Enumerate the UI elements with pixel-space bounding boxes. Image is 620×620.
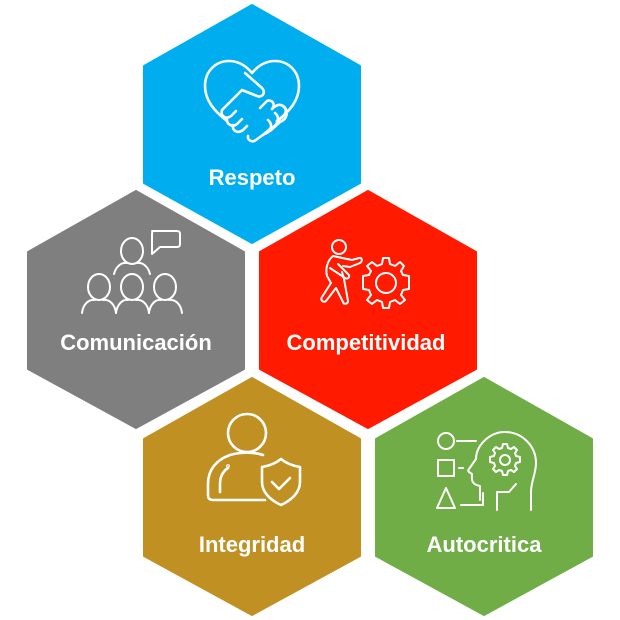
person-pushing-gear-icon [320,239,410,309]
head-gear-shapes-icon [436,431,537,511]
label-competitividad: Competitividad [287,330,446,355]
label-comunicacion: Comunicación [60,330,212,355]
hexagon-comunicacion: Comunicación [27,190,245,429]
label-respeto: Respeto [209,165,296,190]
hexagon-autocritica: Autocritica [375,377,593,616]
label-autocritica: Autocritica [427,532,543,557]
hexagon-shape-comunicacion [27,190,245,429]
hexagon-respeto: Respeto [143,4,361,244]
person-shield-check-icon [206,412,302,507]
hexagon-competitividad: Competitividad [259,190,477,429]
label-integridad: Integridad [199,532,305,557]
hexagon-integridad: Integridad [143,377,361,616]
hexagon-shape-respeto [143,4,361,244]
hexagon-shape-integridad [143,377,361,616]
handshake-heart-icon [203,59,301,143]
hexagon-shape-competitividad [259,190,477,429]
group-speech-bubble-icon [81,230,183,314]
